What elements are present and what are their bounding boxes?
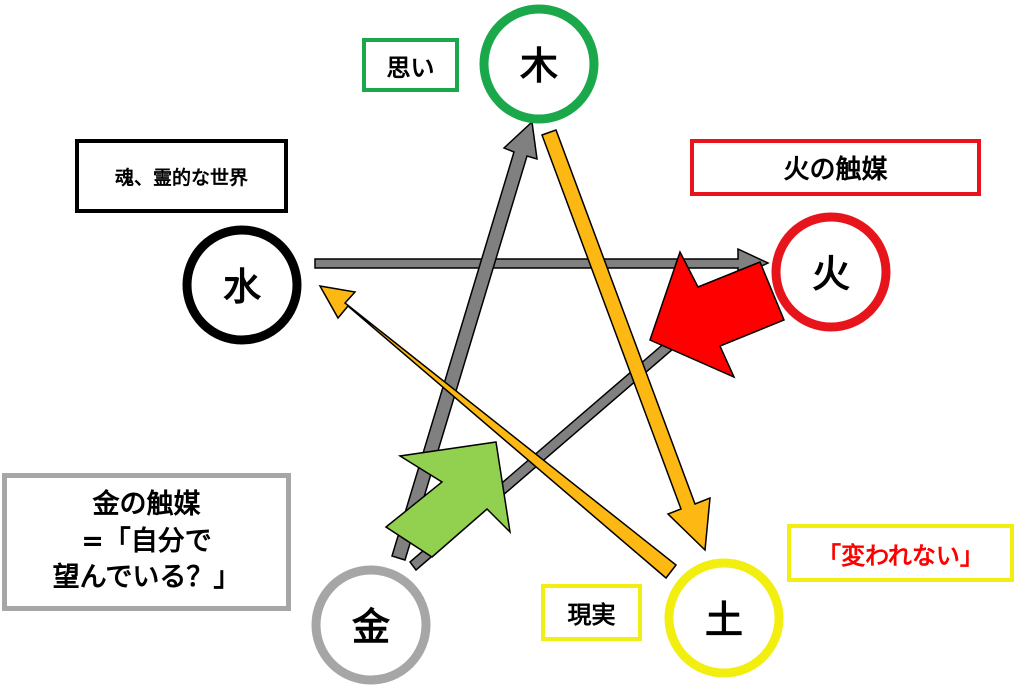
metal-note-line2: =「自分で bbox=[81, 525, 212, 557]
arrow-metal-to-wood bbox=[391, 120, 538, 561]
generating-arrows bbox=[318, 129, 711, 580]
metal-note-box: 金の触媒 =「自分で 望んでいる？」 bbox=[2, 473, 291, 611]
fire-label: 火 bbox=[811, 252, 851, 296]
wood-note-box: 思い bbox=[362, 38, 459, 92]
metal-note-line3: 望んでいる？」 bbox=[52, 562, 241, 594]
fire-note-text: 火の触媒 bbox=[783, 155, 888, 185]
metal-note-line1: 金の触媒 bbox=[92, 489, 201, 521]
water-circle bbox=[182, 225, 302, 345]
metal-catalyst-arrow bbox=[384, 441, 512, 558]
metal-label: 金 bbox=[351, 605, 391, 649]
water-note-box: 魂、霊的な世界 bbox=[75, 139, 288, 213]
earth-circle bbox=[664, 558, 784, 678]
earth-label: 土 bbox=[704, 598, 744, 642]
wood-note-text: 思い bbox=[386, 53, 435, 82]
metal-circle bbox=[311, 565, 431, 685]
arrow-water-to-fire bbox=[314, 247, 770, 279]
earth-note-text: 現実 bbox=[567, 601, 616, 629]
fire-circle bbox=[771, 212, 891, 332]
fire-note-box: 火の触媒 bbox=[690, 139, 981, 196]
water-label: 水 bbox=[222, 265, 262, 309]
earth-quote-text: 「変われない」 bbox=[817, 541, 984, 570]
earth-quote-box: 「変われない」 bbox=[787, 524, 1014, 582]
wood-label: 木 bbox=[519, 44, 559, 88]
water-note-text: 魂、霊的な世界 bbox=[114, 166, 248, 189]
wood-circle bbox=[479, 4, 599, 124]
arrow-earth-to-water bbox=[318, 284, 678, 580]
fire-catalyst-arrow bbox=[649, 250, 785, 379]
earth-note-box: 現実 bbox=[541, 584, 642, 641]
arrow-wood-to-earth bbox=[541, 129, 711, 552]
